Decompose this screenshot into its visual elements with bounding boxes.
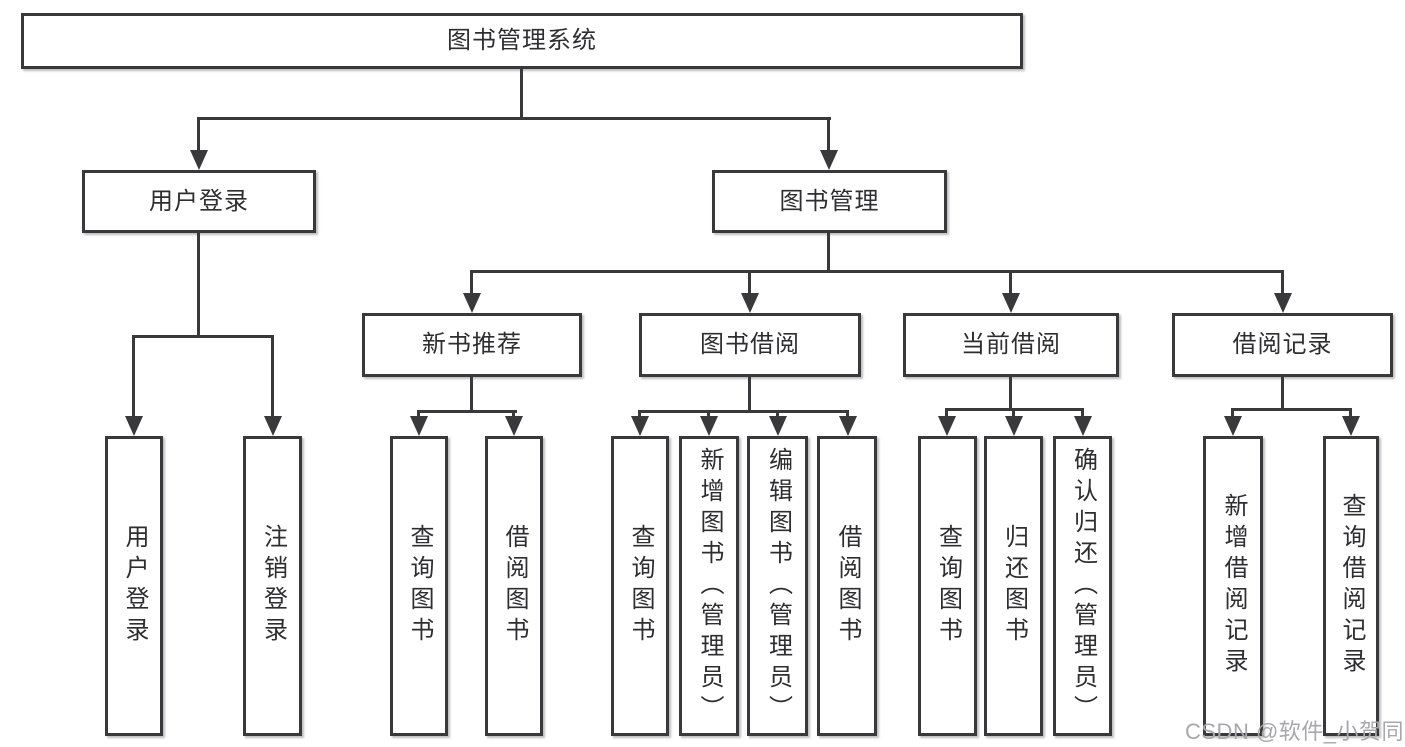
leaf-records-add: 新增借阅记录	[1203, 436, 1263, 736]
connector-line	[1281, 377, 1284, 411]
connector-line	[1012, 408, 1015, 419]
connector-line	[748, 270, 751, 295]
connector-line	[271, 335, 274, 418]
leaf-label: 新增借阅记录	[1220, 493, 1247, 679]
arrow-down-icon	[1342, 416, 1360, 436]
connector-line	[776, 410, 779, 419]
connector-line	[827, 117, 830, 153]
arrow-down-icon	[938, 416, 956, 436]
connector-line	[417, 410, 517, 413]
leaf-current-return: 归还图书	[984, 436, 1043, 736]
connector-line	[470, 377, 473, 413]
leaf-label: 查询图书	[934, 524, 962, 648]
arrow-down-icon	[1274, 293, 1292, 313]
connector-line	[1009, 270, 1012, 295]
leaf-label: 归还图书	[1000, 524, 1028, 648]
leaf-current-query: 查询图书	[918, 436, 977, 736]
arrow-down-icon	[1074, 416, 1092, 436]
connector-line	[197, 117, 831, 120]
connector-line	[827, 233, 830, 273]
node-root-label: 图书管理系统	[447, 27, 597, 54]
csdn-watermark: CSDN @软件_小贺同学	[1185, 719, 1405, 744]
leaf-label: 注销登录	[259, 524, 287, 648]
connector-line	[197, 233, 200, 338]
leaf-label: 查询借阅记录	[1338, 493, 1365, 679]
leaf-newbooks-borrow: 借阅图书	[485, 436, 543, 736]
connector-line	[1281, 270, 1284, 295]
leaf-borrow-query: 查询图书	[611, 436, 669, 736]
connector-line	[1231, 408, 1234, 419]
arrow-down-icon	[741, 293, 759, 313]
node-user-login: 用户登录	[82, 170, 316, 233]
arrow-down-icon	[1002, 293, 1020, 313]
arrow-down-icon	[410, 416, 428, 436]
node-current-borrow-label: 当前借阅	[961, 331, 1061, 358]
node-book-borrow: 图书借阅	[639, 313, 861, 377]
leaf-label: 借阅图书	[834, 524, 861, 648]
node-book-borrow-label: 图书借阅	[700, 331, 800, 358]
connector-line	[417, 410, 420, 419]
connector-line	[132, 335, 274, 338]
leaf-logout: 注销登录	[243, 436, 302, 736]
leaf-label: 查询图书	[406, 524, 433, 648]
leaf-label: 借阅图书	[501, 524, 528, 648]
connector-line	[846, 410, 849, 419]
arrow-down-icon	[463, 293, 481, 313]
leaf-label: 查询图书	[627, 524, 654, 648]
leaf-current-confirm: 确认归还（管理员）	[1053, 436, 1112, 736]
connector-line	[512, 410, 515, 419]
node-current-borrow: 当前借阅	[903, 313, 1119, 377]
connector-line	[638, 410, 641, 419]
arrow-down-icon	[1005, 416, 1023, 436]
node-new-books-label: 新书推荐	[422, 331, 522, 358]
leaf-label: 用户登录	[121, 524, 148, 648]
connector-line	[707, 410, 710, 419]
node-borrow-records: 借阅记录	[1172, 313, 1393, 377]
leaf-borrow-add: 新增图书（管理员）	[679, 436, 739, 736]
arrow-down-icon	[839, 416, 857, 436]
leaf-records-query: 查询借阅记录	[1323, 436, 1379, 736]
arrow-down-icon	[1224, 416, 1242, 436]
arrow-down-icon	[631, 416, 649, 436]
arrow-down-icon	[505, 416, 523, 436]
arrow-down-icon	[264, 416, 282, 436]
node-new-books: 新书推荐	[362, 313, 582, 377]
connector-line	[1231, 408, 1352, 411]
node-book-mgmt-label: 图书管理	[779, 187, 880, 215]
leaf-label: 新增图书（管理员）	[696, 446, 723, 726]
connector-line	[1349, 408, 1352, 419]
connector-line	[945, 408, 948, 419]
leaf-user-login: 用户登录	[105, 436, 163, 736]
connector-line	[1081, 408, 1084, 419]
connector-line	[470, 270, 1284, 273]
node-user-login-label: 用户登录	[149, 187, 249, 215]
connector-line	[1009, 377, 1012, 411]
connector-line	[520, 69, 523, 120]
arrow-down-icon	[700, 416, 718, 436]
arrow-down-icon	[820, 150, 838, 170]
leaf-borrow-edit: 编辑图书（管理员）	[747, 436, 808, 736]
connector-line	[470, 270, 473, 295]
node-root: 图书管理系统	[21, 13, 1023, 69]
node-book-mgmt: 图书管理	[712, 170, 947, 233]
node-borrow-records-label: 借阅记录	[1232, 331, 1333, 358]
leaf-label: 编辑图书（管理员）	[764, 446, 792, 726]
connector-line	[132, 335, 135, 418]
connector-line	[638, 410, 849, 413]
arrow-down-icon	[190, 150, 208, 170]
connector-line	[748, 377, 751, 413]
arrow-down-icon	[125, 416, 143, 436]
connector-line	[197, 117, 200, 153]
leaf-label: 确认归还（管理员）	[1069, 446, 1097, 726]
arrow-down-icon	[769, 416, 787, 436]
leaf-newbooks-query: 查询图书	[390, 436, 448, 736]
leaf-borrow-book: 借阅图书	[817, 436, 877, 736]
